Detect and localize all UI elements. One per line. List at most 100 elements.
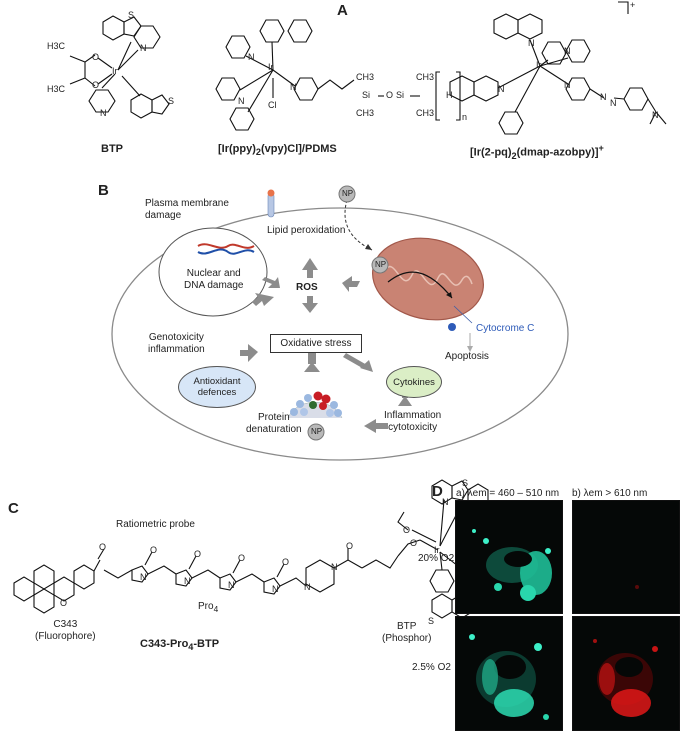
probe-title: Ratiometric probe bbox=[116, 519, 195, 530]
btp-h3c-bottom: H3C bbox=[47, 84, 66, 94]
ppy-atom-si2: Si bbox=[396, 90, 405, 100]
panel-letter-b: B bbox=[98, 182, 109, 199]
pro4-n: N bbox=[272, 584, 279, 594]
inflammation-label: Inflammation cytotoxicity bbox=[384, 410, 442, 433]
pq-azo-n1: N bbox=[600, 92, 607, 102]
np-sphere-membrane bbox=[338, 185, 356, 203]
pq-charge: + bbox=[630, 0, 636, 10]
probe-name: C343-Pro4-BTP bbox=[140, 638, 220, 653]
pro2-n: N bbox=[184, 576, 191, 586]
panel-letter-a: A bbox=[337, 2, 348, 19]
btp-structure bbox=[69, 15, 170, 119]
c343-co: O bbox=[99, 542, 107, 552]
ppy-atom-h: H bbox=[446, 90, 453, 100]
apoptosis-label: Apoptosis bbox=[445, 351, 489, 362]
panel-a-structures bbox=[69, 1, 667, 135]
dna-helix-icon bbox=[197, 243, 255, 255]
ppy-atom-si1: Si bbox=[362, 90, 371, 100]
ppy-n-subscript: n bbox=[462, 112, 468, 122]
btp-n1-c: N bbox=[442, 497, 449, 507]
btp-s2-c: S bbox=[428, 616, 435, 626]
cytochrome-dot bbox=[448, 323, 456, 331]
pro3-o: O bbox=[238, 553, 246, 563]
ppy-atom-cl: Cl bbox=[268, 100, 277, 110]
micrograph-20-green bbox=[455, 500, 563, 614]
ppy-atom-n3: N bbox=[290, 82, 297, 92]
pq-atom-ir: Ir bbox=[536, 60, 542, 70]
pq-atom-n1: N bbox=[528, 38, 535, 48]
btp-h3c-top: H3C bbox=[47, 41, 66, 51]
ppy-atom-n2: N bbox=[238, 96, 245, 106]
nucleus bbox=[158, 227, 268, 317]
pro4-o: O bbox=[282, 557, 290, 567]
cytochrome-label: Cytocrome C bbox=[476, 323, 535, 334]
row-2-5-label: 2.5% O2 bbox=[412, 662, 451, 673]
pq-atom-n4: N bbox=[498, 84, 505, 94]
protein-cluster bbox=[287, 391, 343, 419]
ppy-ch3-2: CH3 bbox=[356, 108, 375, 118]
np-label-protein: NP bbox=[311, 427, 323, 436]
antioxidant-bubble: Antioxidant defences bbox=[178, 366, 256, 408]
pro2-o: O bbox=[194, 549, 202, 559]
col-b-label: b) λem > 610 nm bbox=[572, 488, 648, 499]
panel-letter-d: D bbox=[432, 483, 443, 500]
panel-letter-c: C bbox=[8, 500, 19, 517]
label-btp: BTP bbox=[101, 143, 123, 155]
row-20-label: 20% O2 bbox=[418, 553, 455, 564]
pq-atom-n2: N bbox=[564, 46, 571, 56]
pro1-n: N bbox=[140, 572, 147, 582]
btp-atom-n-top: N bbox=[140, 43, 147, 53]
pip-n2: N bbox=[331, 562, 338, 572]
ros-arrows bbox=[240, 258, 412, 433]
linker-o: O bbox=[346, 541, 354, 551]
ppy-atom-o: O bbox=[386, 90, 394, 100]
pro4-label: Pro4 bbox=[198, 601, 219, 614]
ppy-ch3-3: CH3 bbox=[416, 72, 435, 82]
micrograph-20-red bbox=[572, 500, 680, 614]
ppy-ch3-4: CH3 bbox=[416, 108, 435, 118]
np-sphere-protein bbox=[307, 423, 325, 441]
acac-o1: O bbox=[410, 538, 418, 548]
nuclear-dna-label: Nuclear and DNA damage bbox=[184, 268, 244, 291]
btp-atom-s-bottom: S bbox=[168, 96, 175, 106]
np-sphere-mito bbox=[371, 256, 389, 274]
c343-o: O bbox=[60, 598, 68, 608]
cytokines-bubble: Cytokines bbox=[386, 366, 442, 398]
c343-label: C343 (Fluorophore) bbox=[35, 619, 96, 642]
pro3-n: N bbox=[228, 580, 235, 590]
btp-ir-c: Ir bbox=[434, 545, 440, 555]
lipid-molecule bbox=[267, 189, 275, 218]
lipid-peroxidation-label: Lipid peroxidation bbox=[267, 225, 346, 236]
ppy-ch3-1: CH3 bbox=[356, 72, 375, 82]
np-label-mito: NP bbox=[375, 260, 387, 269]
pq-atom-n-dma: N bbox=[652, 110, 659, 120]
col-a-label: a) λem = 460 – 510 nm bbox=[456, 488, 560, 499]
btp-atom-o-top: O bbox=[92, 52, 100, 62]
oxidative-stress-box: Oxidative stress bbox=[270, 334, 362, 353]
btp-atom-n-bottom: N bbox=[100, 108, 107, 118]
ros-label: ROS bbox=[296, 282, 318, 293]
label-ir-ppy: [Ir(ppy)2(vpy)Cl]/PDMS bbox=[218, 143, 337, 158]
plasma-membrane-label: Plasma membrane damage bbox=[145, 198, 229, 221]
micrograph-2-5-green bbox=[455, 616, 563, 731]
pq-atom-n3: N bbox=[564, 80, 571, 90]
ir-ppy-structure bbox=[215, 19, 461, 131]
btp-atom-o-bottom: O bbox=[92, 80, 100, 90]
btp-s1-c: S bbox=[462, 478, 469, 488]
pip-n1: N bbox=[304, 582, 311, 592]
label-ir-pq: [Ir(2-pq)2(dmap-azobpy)]+ bbox=[470, 143, 604, 161]
genotoxicity-label: Genotoxicity inflammation bbox=[148, 332, 205, 355]
btp-phosphor-label: BTP (Phosphor) bbox=[382, 621, 432, 644]
btp-atom-ir: Ir bbox=[112, 66, 118, 76]
pq-azo-n2: N bbox=[610, 98, 617, 108]
pro1-o: O bbox=[150, 545, 158, 555]
protein-denaturation-label: Protein denaturation bbox=[246, 412, 302, 435]
ppy-atom-n1: N bbox=[248, 52, 255, 62]
ppy-atom-ir: Ir bbox=[268, 62, 274, 72]
np-label-membrane: NP bbox=[342, 189, 354, 198]
btp-atom-s-top: S bbox=[128, 10, 135, 20]
acac-o2: O bbox=[403, 525, 411, 535]
ir-pq-structure bbox=[449, 1, 667, 135]
micrograph-2-5-red bbox=[572, 616, 680, 731]
